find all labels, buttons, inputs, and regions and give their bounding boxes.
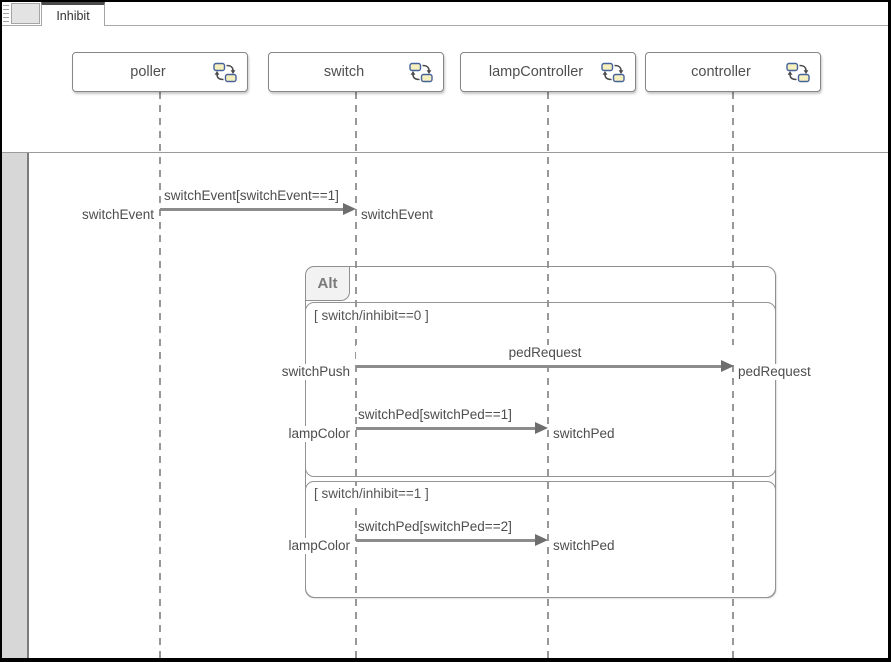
message-target-label: switchPed: [552, 538, 616, 554]
arrowhead-icon: [343, 203, 356, 215]
lifeline-name: controller: [691, 64, 751, 80]
message-source-label: switchEvent: [32, 207, 155, 223]
message-target-label: pedRequest: [737, 364, 812, 380]
lifeline-poller[interactable]: [159, 92, 161, 658]
left-gutter: [2, 153, 29, 658]
arrowhead-icon: [535, 422, 548, 434]
header-separator: [2, 152, 888, 153]
lifeline-lampcontroller[interactable]: [547, 92, 549, 658]
lifeline-header-lampcontroller[interactable]: lampController: [460, 52, 636, 92]
stateflow-chart-icon: [601, 62, 626, 83]
message-arrow-switchevent[interactable]: [160, 208, 344, 211]
lifeline-header-controller[interactable]: controller: [645, 52, 821, 92]
alt-operator-label: Alt: [317, 275, 338, 292]
lifeline-header-switch[interactable]: switch: [268, 52, 444, 92]
lifeline-switch[interactable]: [355, 92, 357, 658]
message-label: switchPed[switchPed==2]: [357, 519, 513, 535]
lifeline-name: switch: [323, 64, 365, 80]
message-arrow-pedrequest[interactable]: [356, 365, 722, 368]
guard-condition-2: [ switch/inhibit==1 ]: [314, 486, 429, 502]
lifeline-controller[interactable]: [732, 92, 734, 658]
message-arrow-switchped2[interactable]: [356, 539, 536, 542]
tab-label: Inhibit: [56, 8, 90, 23]
message-arrow-switchped1[interactable]: [356, 427, 536, 430]
stateflow-chart-icon: [786, 62, 811, 83]
alt-operand-1[interactable]: [305, 302, 776, 477]
arrowhead-icon: [721, 360, 734, 372]
lifeline-name: lampController: [488, 64, 584, 80]
arrowhead-icon: [535, 534, 548, 546]
stateflow-chart-icon: [409, 62, 434, 83]
message-target-label: switchEvent: [360, 207, 435, 223]
message-source-label: switchPush: [202, 364, 351, 380]
message-label: switchEvent[switchEvent==1]: [163, 188, 340, 204]
lifeline-name: poller: [130, 64, 166, 80]
message-label: switchPed[switchPed==1]: [357, 407, 513, 423]
message-target-label: switchPed: [552, 426, 616, 442]
tab-bar: Inhibit: [2, 2, 888, 26]
alt-fragment-title[interactable]: Alt: [305, 266, 350, 301]
stateflow-chart-icon: [213, 62, 238, 83]
message-source-label: lampColor: [202, 426, 351, 442]
tab-inhibit[interactable]: Inhibit: [41, 2, 105, 26]
message-label: pedRequest: [356, 345, 734, 361]
tab-list-icon[interactable]: [3, 5, 9, 22]
tab-scroll-button[interactable]: [11, 3, 40, 24]
tab-bar-divider: [2, 25, 888, 26]
guard-condition-1: [ switch/inhibit==0 ]: [314, 308, 429, 324]
message-source-label: lampColor: [202, 538, 351, 554]
lifeline-header-poller[interactable]: poller: [72, 52, 248, 92]
